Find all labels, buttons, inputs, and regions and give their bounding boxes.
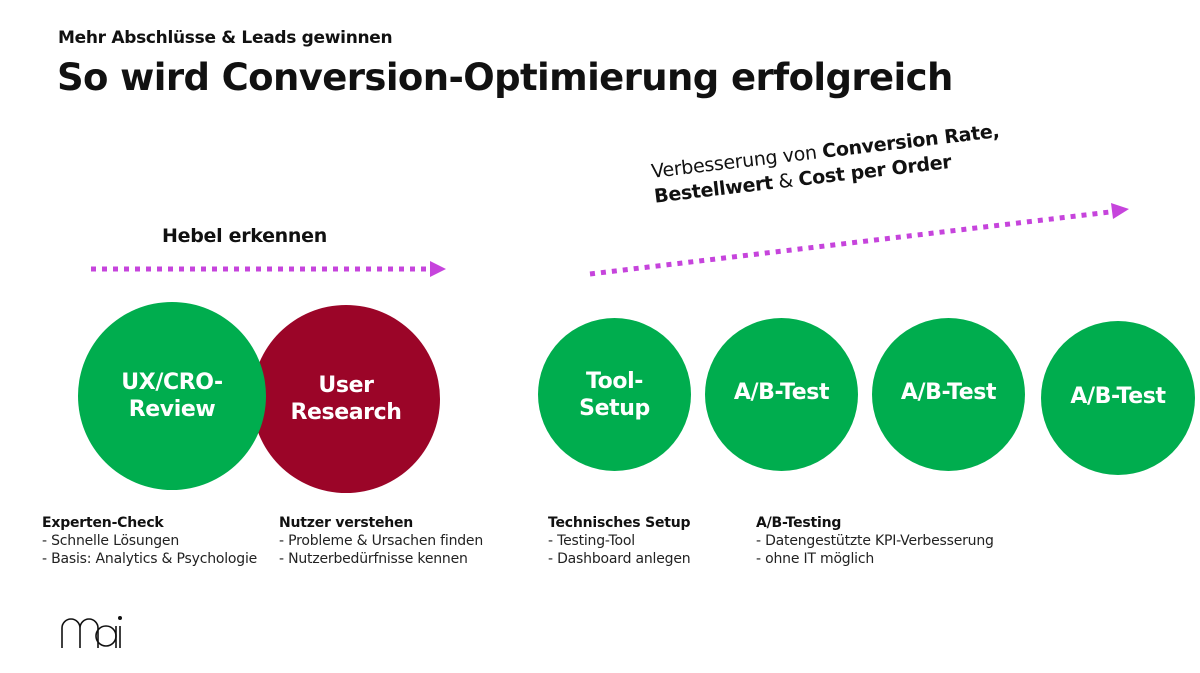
circle-ab-test-3: A/B-Test (1041, 321, 1195, 475)
dotted-arrow-horizontal-icon (91, 261, 446, 277)
dotted-arrow-diagonal-icon (589, 203, 1129, 277)
description-item: - Datengestützte KPI-Verbesserung (756, 533, 994, 549)
circle-label: Research (290, 400, 402, 425)
circle-label: Review (128, 397, 216, 422)
circle-label: A/B-Test (1070, 383, 1166, 409)
description-item: - ohne IT möglich (756, 551, 875, 567)
circle-label: Tool- (585, 368, 643, 394)
description-item: - Schnelle Lösungen (42, 533, 180, 549)
description-nutzer-verstehen: Nutzer verstehen - Probleme & Ursachen f… (279, 514, 483, 568)
description-heading: Experten-Check (42, 515, 164, 531)
circle-ab-test-2: A/B-Test (872, 318, 1025, 471)
description-item: - Dashboard anlegen (548, 551, 691, 567)
mai-logo (61, 615, 123, 648)
circle-label: User (318, 373, 374, 398)
phase-label-hebel-erkennen: Hebel erkennen (162, 225, 327, 247)
description-item: - Testing-Tool (548, 533, 635, 549)
description-experten-check: Experten-Check - Schnelle Lösungen - Bas… (42, 514, 257, 568)
circle-label: A/B-Test (900, 380, 997, 405)
description-item: - Nutzerbedürfnisse kennen (279, 551, 468, 567)
slide-subtitle: Mehr Abschlüsse & Leads gewinnen (58, 28, 393, 48)
description-item: - Basis: Analytics & Psychologie (42, 551, 258, 567)
circle-label: UX/CRO- (121, 370, 223, 395)
circle-label: Setup (579, 395, 650, 421)
circle-label: A/B-Test (733, 380, 830, 405)
description-heading: Nutzer verstehen (279, 515, 414, 531)
description-technisches-setup: Technisches Setup - Testing-Tool - Dashb… (548, 514, 691, 568)
circle-ab-test-1: A/B-Test (705, 318, 858, 471)
slide-title: So wird Conversion-Optimierung erfolgrei… (57, 56, 953, 99)
circle-ux-cro-review: UX/CRO-Review (78, 302, 266, 490)
circle-tool-setup: Tool-Setup (538, 318, 691, 471)
description-item: - Probleme & Ursachen finden (279, 533, 484, 549)
description-heading: A/B-Testing (756, 515, 842, 531)
description-ab-testing: A/B-Testing - Datengestützte KPI-Verbess… (756, 514, 994, 568)
description-heading: Technisches Setup (548, 515, 691, 531)
